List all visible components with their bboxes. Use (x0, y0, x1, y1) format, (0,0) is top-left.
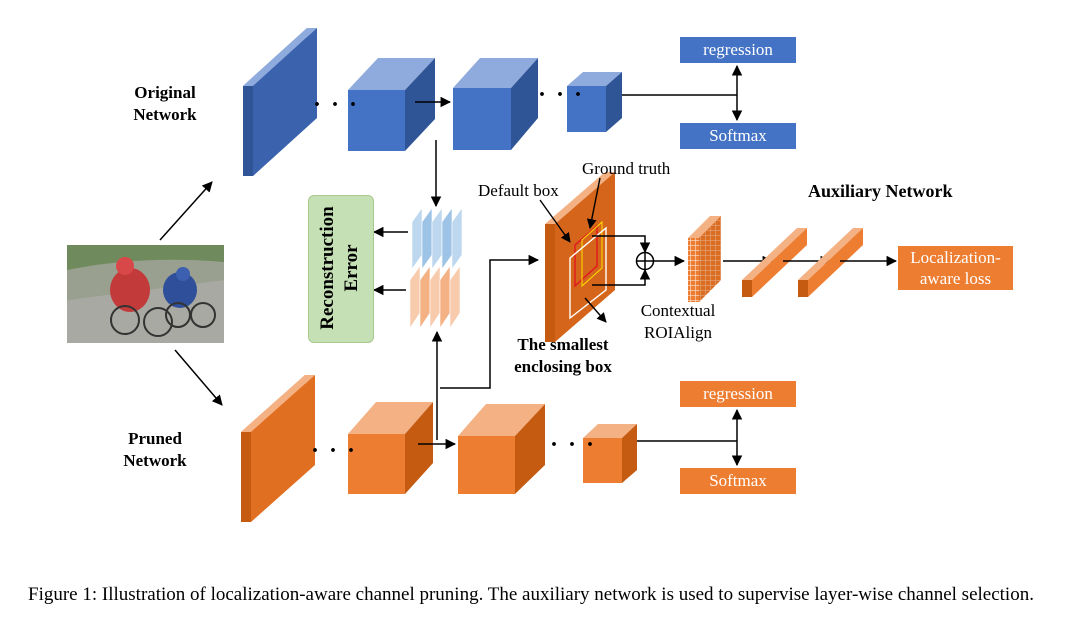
default-box-label: Default box (478, 181, 559, 200)
pointer-enclosing-box (584, 297, 607, 323)
reconstruction-error-box (308, 195, 374, 343)
arrow-pruned-to-featuremap (440, 254, 540, 389)
box-line-bottom (592, 268, 651, 286)
softmax-box-top: Softmax (680, 123, 796, 149)
figure-caption: Figure 1: Illustration of localization-a… (28, 584, 1034, 605)
ground-truth-box (574, 224, 598, 288)
smallest-enclosing-box-text: The smallest enclosing box (514, 335, 612, 376)
fc-layer-1 (742, 228, 807, 297)
arrow-image-to-pruned (174, 349, 223, 406)
smallest-enclosing-box-label: The smallest enclosing box (504, 334, 622, 378)
plus-operator (635, 251, 655, 271)
softmax-box-bottom: Softmax (680, 468, 796, 494)
pointer-ground-truth (586, 177, 601, 229)
ellipsis-orig-1: · · · (313, 92, 360, 118)
original-network-label: Original Network (133, 83, 197, 124)
localization-loss-box: Localization- aware loss (898, 246, 1013, 290)
ellipsis-pruned-1: · · · (311, 438, 358, 464)
pruned-network-layers (241, 375, 637, 522)
reconstruction-error-label: Reconstruction Error (317, 206, 362, 330)
roialign-block (688, 216, 721, 302)
enclosing-box (569, 226, 607, 320)
ellipsis-orig-2: · · · (538, 82, 585, 108)
regression-box-bottom: regression (680, 381, 796, 407)
regression-box-top: regression (680, 37, 796, 63)
feature-stack-pruned (409, 265, 461, 329)
pointer-default-box (539, 199, 571, 243)
arrow-image-to-original (159, 181, 213, 241)
fc-layer-2 (798, 228, 863, 297)
pruned-network-label: Pruned Network (123, 429, 187, 470)
ground-truth-label: Ground truth (582, 159, 671, 178)
original-network-layers (243, 28, 622, 176)
input-image (67, 245, 224, 343)
ellipsis-pruned-2: · · · (550, 432, 597, 458)
feature-stack-original (411, 207, 463, 270)
contextual-roialign-label: Contextual ROIAlign (640, 301, 716, 342)
auxiliary-network-label: Auxiliary Network (808, 181, 953, 201)
box-line-top (592, 235, 651, 254)
